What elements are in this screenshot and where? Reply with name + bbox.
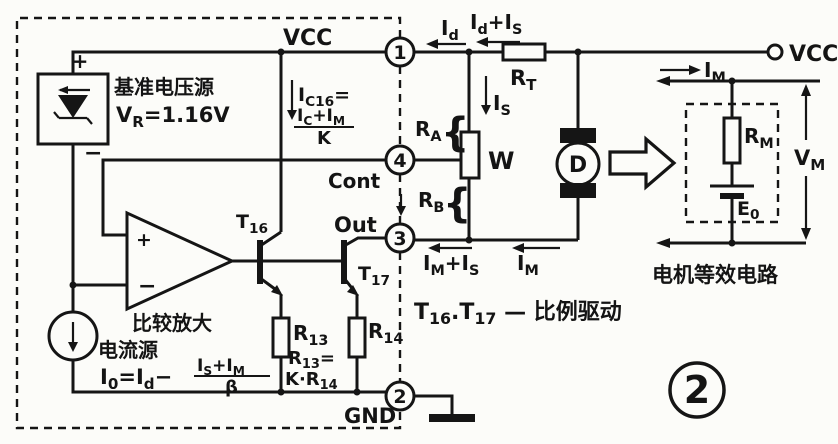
potentiometer-w [414, 52, 481, 240]
opamp-comparator-symbol [125, 210, 236, 312]
r13-label: R13 [293, 321, 328, 349]
equivalence-arrow [608, 135, 677, 191]
is-label: IS [493, 91, 511, 119]
reference-source-title: 基准电压源 [114, 75, 214, 99]
resistor-rt [501, 42, 547, 62]
svg-text:K: K [317, 128, 332, 149]
reference-voltage-value: VR=1.16V [116, 103, 230, 131]
current-source-label: 电流源 [98, 338, 158, 362]
resistor-ratio-note: R13= K·R14 [285, 348, 338, 393]
motor-symbol [555, 52, 601, 240]
svg-text:β: β [225, 377, 238, 398]
out-pin-label: Out [334, 213, 377, 237]
ic-dashed-boundary [15, 16, 402, 430]
w-label: W [488, 147, 514, 175]
pin-3: 3 [393, 228, 406, 250]
im-top-label: IM [704, 58, 726, 86]
opamp-minus-input: − [138, 274, 156, 299]
ground-symbol [414, 394, 475, 422]
ra-label: RA [415, 117, 442, 145]
svg-text:K·R14: K·R14 [285, 369, 338, 393]
figure-number-badge: 2 [668, 361, 726, 419]
rb-brace: { [443, 181, 471, 227]
is-current-arrow [481, 76, 491, 115]
svg-text:R13=: R13= [288, 348, 335, 372]
svg-text:2: 2 [684, 368, 710, 412]
cont-wire [101, 158, 386, 237]
id-label: Id [441, 16, 459, 44]
im-plus-is-label: IM+IS [423, 251, 479, 279]
current-source-formula: I0=Id− IS+IM β [100, 356, 270, 398]
rt-label: RT [510, 66, 537, 94]
svg-text:IC16=: IC16= [298, 84, 350, 110]
vcc-terminal [766, 43, 784, 61]
zener-diode-symbol [36, 72, 110, 146]
out-wire [414, 236, 578, 244]
vcc-right-label: VCC [789, 42, 838, 67]
im-plus-is-current-arrow [428, 243, 472, 253]
id-plus-is-current-arrow [476, 37, 520, 47]
im-bottom-current-arrow [512, 243, 560, 253]
transistor-t17 [341, 236, 386, 318]
id-plus-is-label: Id+IS [470, 10, 522, 38]
vm-label: VM [794, 146, 825, 174]
t16-label: T16 [236, 211, 268, 237]
svg-text:IC+IM: IC+IM [297, 106, 345, 128]
transistor-t16 [232, 52, 344, 318]
id-current-arrow [426, 39, 466, 49]
zener-minus-sign: − [84, 141, 102, 166]
im-bottom-label: IM [517, 251, 539, 279]
vcc-top-label: VCC [283, 26, 332, 51]
ic-pins: 1 4 3 2 [384, 36, 416, 412]
opamp-plus-input: + [136, 229, 152, 251]
current-source-symbol [47, 310, 99, 362]
motor-d-label: D [569, 153, 587, 178]
gnd-pin-label: GND [344, 404, 396, 428]
svg-text:I0=Id−: I0=Id− [100, 365, 172, 393]
motor-equivalent-circuit [656, 76, 820, 248]
t17-label: T17 [358, 263, 390, 289]
rb-label: RB [418, 188, 444, 216]
cont-pin-label: Cont [328, 169, 381, 193]
proportional-drive-note: T16.T17 — 比例驱动 [414, 300, 622, 328]
resistor-r14 [347, 316, 367, 392]
ic16-formula: IC16= IC+IM K [287, 80, 354, 149]
r14-label: R14 [368, 319, 403, 347]
rm-label: RM [744, 124, 774, 152]
im-top-current-arrow [660, 65, 701, 75]
pin-1: 1 [393, 42, 406, 64]
resistor-r13 [271, 316, 291, 392]
pin-4: 4 [393, 150, 406, 172]
svg-text:IS+IM: IS+IM [197, 356, 245, 378]
zener-plus-sign: + [72, 49, 89, 73]
ra-brace: { [441, 110, 469, 156]
pin-2: 2 [393, 386, 406, 408]
e0-label: E0 [737, 198, 760, 223]
equivalent-circuit-title: 电机等效电路 [652, 263, 779, 287]
comparator-label: 比较放大 [132, 311, 212, 335]
